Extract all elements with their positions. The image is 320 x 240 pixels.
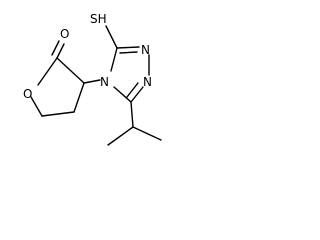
- bond-c3t-ch: [130, 101, 134, 128]
- bond-c5-ring-o: [30, 96, 43, 117]
- bond-c3t-n4: [113, 86, 132, 103]
- bond-ch-me-right: [132, 126, 162, 141]
- bond-c5t-n-upper-double: [119, 51, 138, 54]
- atom-label-carbonyl-o: O: [60, 27, 69, 41]
- atom-label-thiol: SH: [90, 12, 107, 26]
- atom-label-n-upper: N: [141, 43, 150, 57]
- bond-n-lower-c3t-double: [126, 82, 139, 98]
- molecule-drawing: SH O O N N N: [23, 12, 162, 146]
- structure-diagram: SH O O N N N: [0, 0, 183, 166]
- bond-c5t-n-upper: [116, 46, 140, 49]
- bond-c5t-s: [105, 25, 118, 49]
- bond-c3-n4: [83, 79, 101, 84]
- bond-c2-c3: [56, 57, 85, 84]
- bond-n-lower-c3t: [130, 86, 144, 103]
- atom-label-n4: N: [100, 75, 109, 89]
- bond-c4-c5: [41, 111, 75, 117]
- bond-ch-me-left: [107, 126, 134, 146]
- bond-n4-c5t: [110, 47, 118, 72]
- bond-c3-c4: [73, 82, 85, 113]
- atom-label-n-lower: N: [143, 75, 152, 89]
- bond-c2-carbonyl-o-double: [51, 40, 60, 56]
- bond-ring-o-c2: [37, 57, 58, 86]
- bond-c2-carbonyl-o: [56, 43, 65, 59]
- atom-label-ring-o: O: [23, 87, 32, 101]
